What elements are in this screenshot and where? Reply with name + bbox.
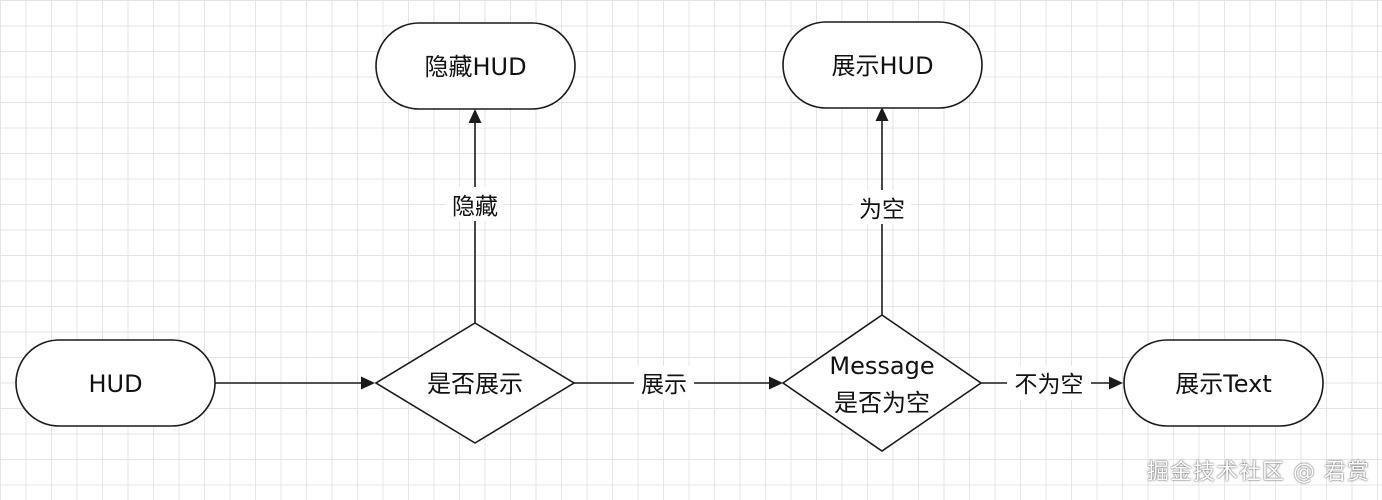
node-hide-hud <box>375 22 576 110</box>
arrowhead-show-text <box>1109 376 1123 390</box>
node-message-decision-label-line1: Message <box>829 352 934 380</box>
node-show-hud <box>782 21 983 109</box>
node-show-text <box>1123 339 1324 427</box>
node-show-decision-label: 是否展示 <box>427 370 523 398</box>
arrowhead-show-decision <box>361 376 375 390</box>
node-hide-hud-label: 隐藏HUD <box>424 53 526 81</box>
node-show-decision <box>374 322 576 444</box>
edge-label-bg-not-empty <box>1007 366 1091 400</box>
edge-label-bg-show <box>634 366 694 400</box>
node-message-decision <box>781 314 983 452</box>
watermark: 掘金技术社区 @ 君赏 <box>1147 460 1370 485</box>
arrowhead-show-hud <box>875 107 889 121</box>
edge-label-show: 展示 <box>641 372 687 398</box>
edge-label-hide: 隐藏 <box>452 194 498 220</box>
arrowhead-hide-hud <box>468 109 482 123</box>
node-hud <box>15 339 216 427</box>
edge-label-not-empty: 不为空 <box>1015 372 1084 398</box>
node-show-hud-label: 展示HUD <box>831 52 933 80</box>
node-hud-label: HUD <box>88 370 142 398</box>
node-message-decision-label-line2: 是否为空 <box>834 389 930 417</box>
edge-label-empty: 为空 <box>859 197 905 223</box>
node-show-text-label: 展示Text <box>1175 370 1272 398</box>
arrowhead-message-decision <box>769 376 783 390</box>
edge-label-bg-hide <box>446 187 504 221</box>
edge-label-bg-empty <box>853 190 911 224</box>
